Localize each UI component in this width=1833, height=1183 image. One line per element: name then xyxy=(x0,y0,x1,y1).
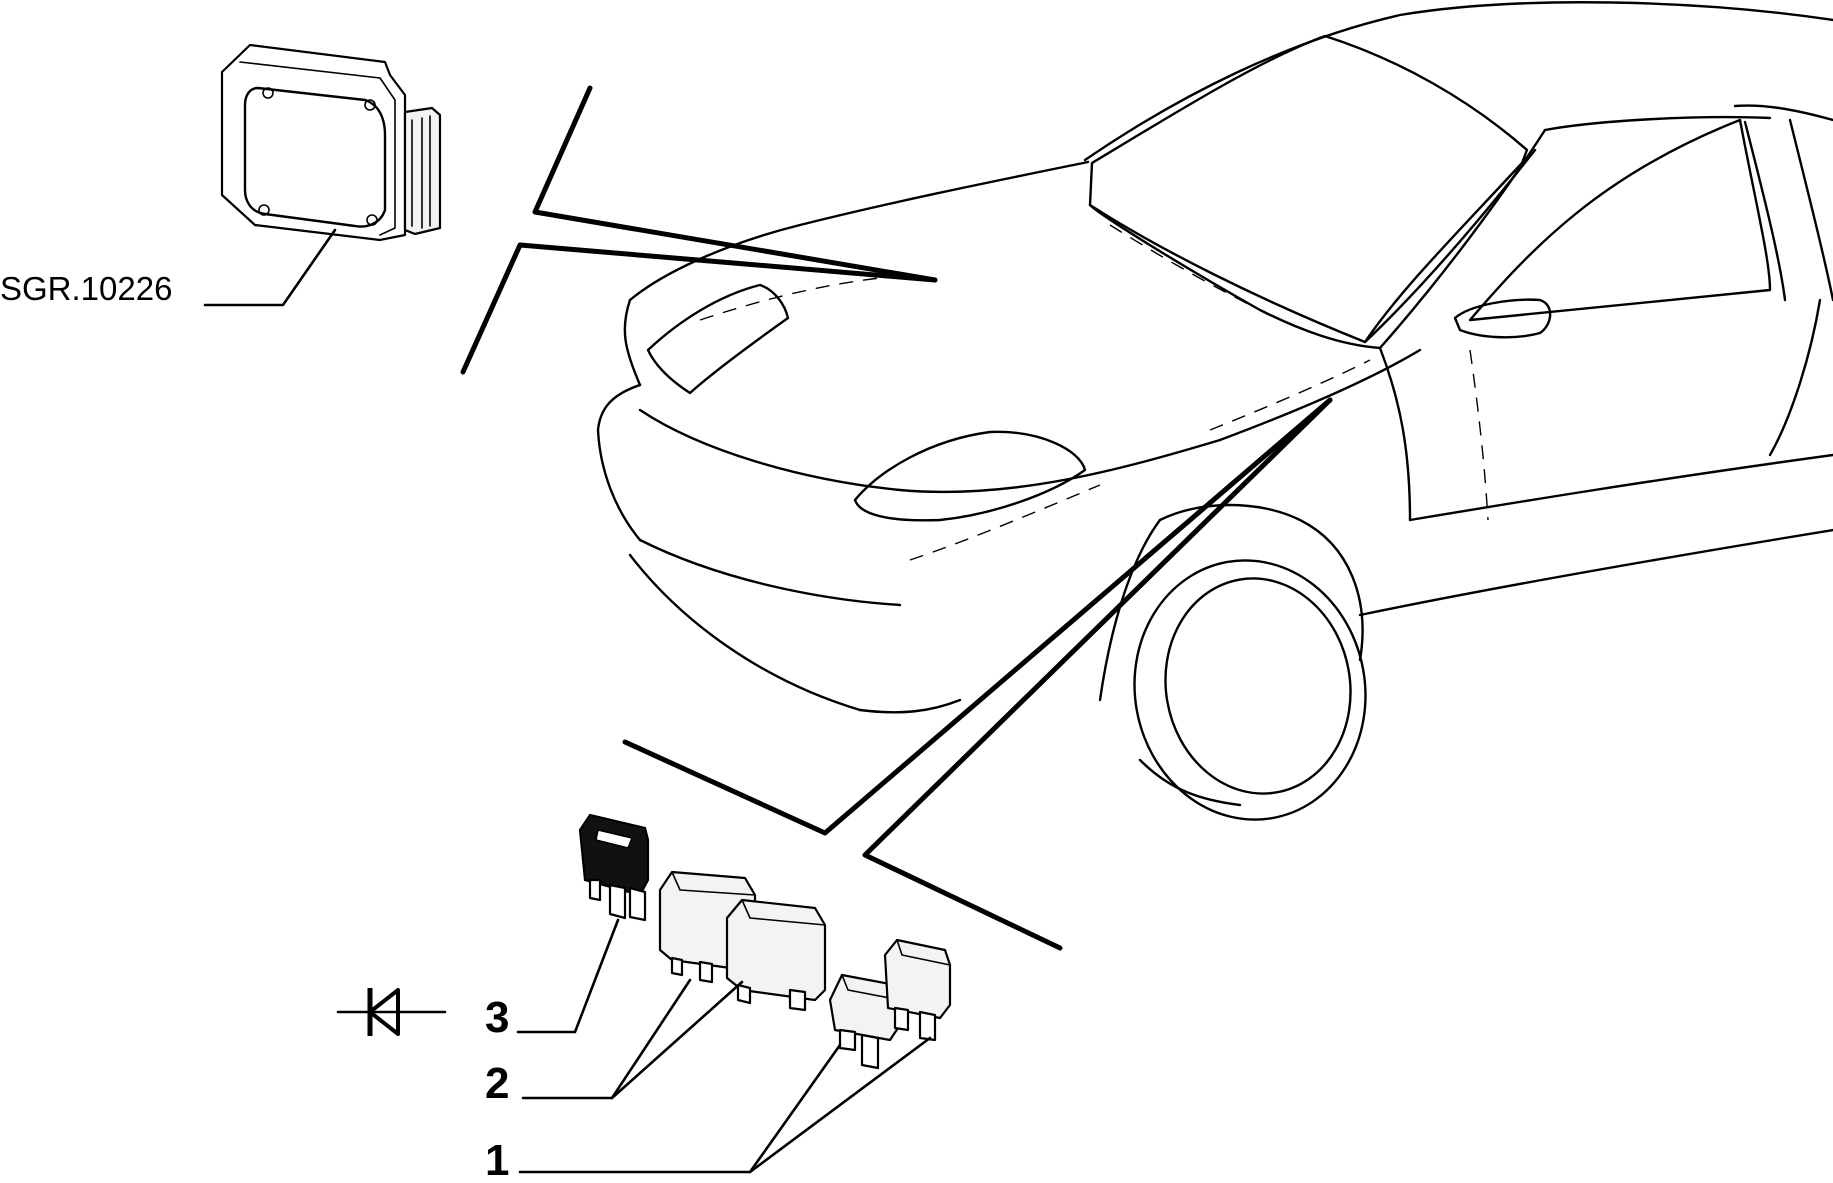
diode-symbol-icon xyxy=(336,988,447,1036)
callout-1: 1 xyxy=(485,1036,932,1183)
callout-label-2: 2 xyxy=(485,1059,509,1108)
car-illustration xyxy=(596,1,1833,821)
callout-3: 3 xyxy=(485,918,620,1042)
fuse-part-b xyxy=(883,938,952,1042)
callout-label-3: 3 xyxy=(485,993,509,1042)
callout-label-1: 1 xyxy=(485,1136,509,1178)
part-code-leader xyxy=(203,228,337,307)
diode-module-part xyxy=(578,813,650,922)
callout-2: 2 xyxy=(485,978,744,1108)
control-unit-part xyxy=(220,43,442,242)
part-code-label: SGR.10226 xyxy=(0,270,172,307)
relay-part-b xyxy=(725,898,827,1012)
location-lines xyxy=(460,85,1333,951)
